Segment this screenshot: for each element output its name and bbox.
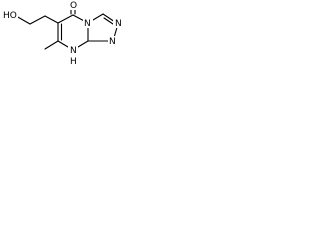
hydroxyl-label: HO [3, 11, 17, 21]
ring-nitrogen-right-label: N [109, 37, 116, 47]
hydroxyethyl-chain [15, 15, 59, 25]
nh-hydrogen-label: H [70, 57, 77, 67]
methyl-bond [44, 40, 59, 50]
nh-nitrogen-label: N [70, 46, 77, 56]
triazole-nitrogen-label: N [115, 19, 122, 29]
ring-nitrogen-top-label: N [84, 19, 91, 29]
carbonyl-oxygen-label: O [70, 1, 77, 11]
chemical-structure: HO O N N N N H [2, 0, 123, 67]
